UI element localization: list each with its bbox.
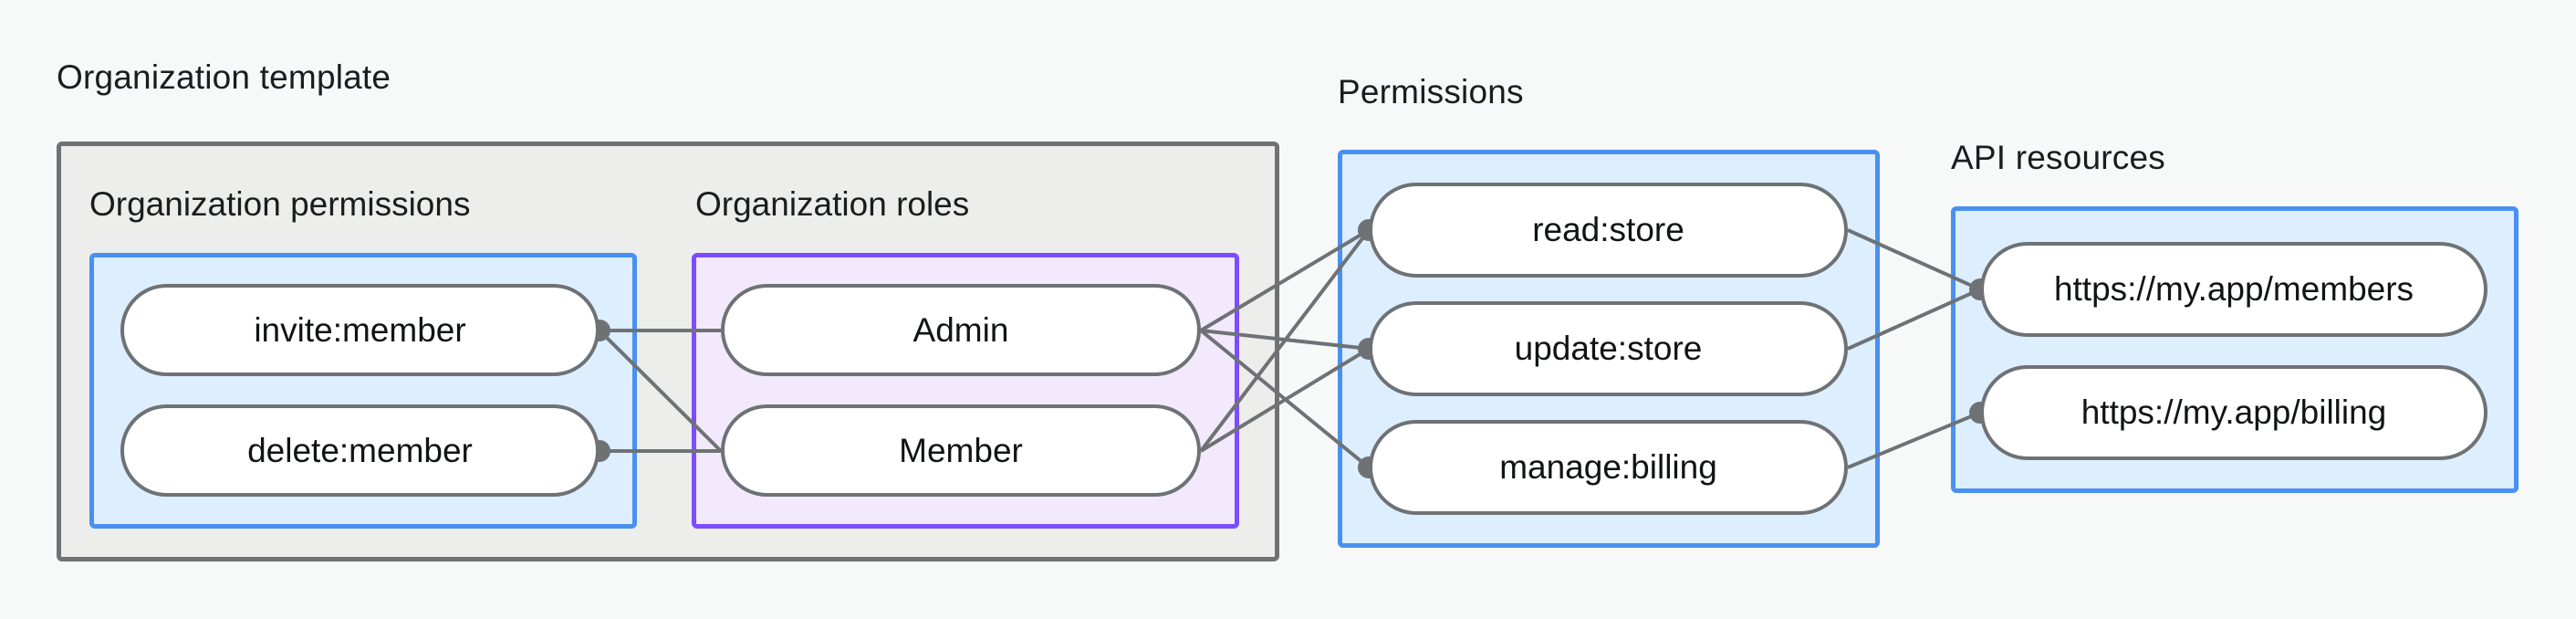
node-delete-member[interactable]: delete:member: [120, 404, 600, 497]
node-label: delete:member: [247, 431, 473, 469]
node-member[interactable]: Member: [721, 404, 1201, 497]
node-invite-member[interactable]: invite:member: [120, 284, 600, 376]
group-label-permissions: Permissions: [1338, 73, 1524, 110]
group-label-organization-permissions: Organization permissions: [89, 185, 471, 223]
group-label-organization-template: Organization template: [57, 58, 391, 96]
node-members-url[interactable]: https://my.app/members: [1980, 242, 2487, 337]
node-label: invite:member: [254, 310, 466, 349]
group-label-organization-roles: Organization roles: [695, 185, 970, 223]
node-billing-url[interactable]: https://my.app/billing: [1980, 365, 2487, 460]
node-admin[interactable]: Admin: [721, 284, 1201, 376]
group-label-api-resources: API resources: [1951, 139, 2165, 176]
node-label: Member: [899, 431, 1023, 469]
node-manage-billing[interactable]: manage:billing: [1369, 420, 1848, 515]
node-label: manage:billing: [1499, 448, 1717, 486]
node-label: Admin: [913, 310, 1009, 349]
node-label: update:store: [1514, 330, 1703, 367]
node-label: https://my.app/members: [2053, 270, 2414, 308]
node-label: read:store: [1532, 211, 1684, 248]
node-read-store[interactable]: read:store: [1369, 183, 1848, 278]
node-label: https://my.app/billing: [2081, 393, 2387, 431]
node-update-store[interactable]: update:store: [1369, 301, 1848, 396]
